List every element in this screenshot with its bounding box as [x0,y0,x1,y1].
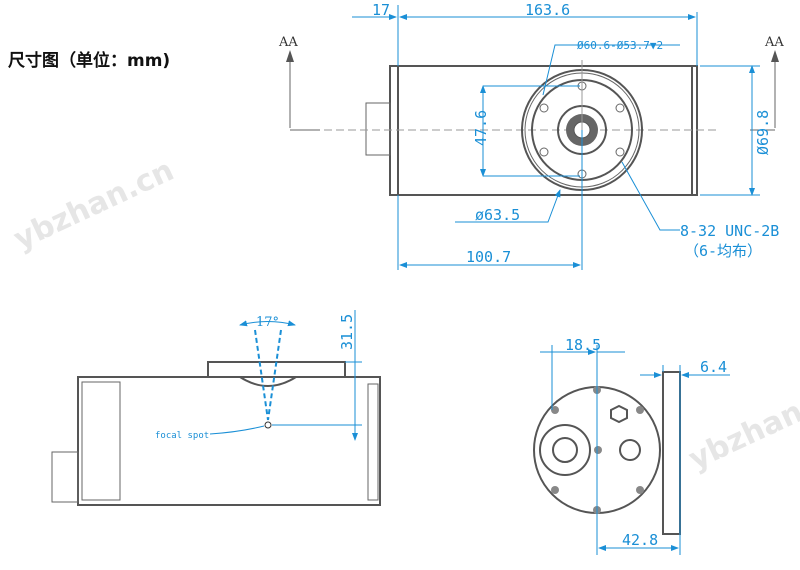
section-label-left: AA [278,35,298,50]
top-view [300,60,720,200]
dim-end-center: 42.8 [622,531,658,549]
dim-center: 100.7 [466,248,511,266]
dim-end-flange: 6.4 [700,358,727,376]
dim-diameter: Ø69.8 [754,110,772,155]
watermark: ybzhan.cn [684,373,800,477]
angle-label: 17° [256,315,279,330]
dim-flange: 17 [372,1,390,19]
watermark: ybzhan.cn [9,153,180,257]
connector [365,102,391,156]
section-view [51,310,381,506]
dim-counterbore: Ø60.6-Ø53.7▼2 [577,39,663,52]
page-title: 尺寸图（单位：mm) [8,51,171,71]
dim-window: ø63.5 [475,206,520,224]
dim-bolt-spacing: 47.6 [472,110,490,146]
dim-offset: 18.5 [565,336,601,354]
dim-length: 163.6 [525,1,570,19]
thread-note: （6-均布） [684,242,762,260]
focal-spot-label: focal spot [155,431,209,441]
section-label-right: AA [764,35,784,50]
thread-spec: 8-32 UNC-2B [680,222,779,240]
end-view [533,345,730,555]
top-dimensions [352,5,760,270]
dim-focal: 31.5 [338,314,356,350]
